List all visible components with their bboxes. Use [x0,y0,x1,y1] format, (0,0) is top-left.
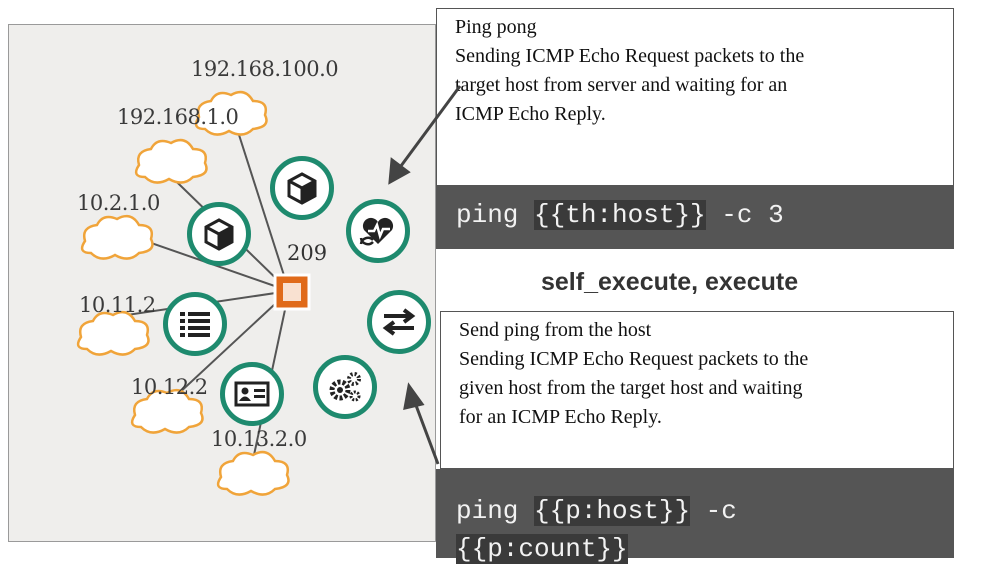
network-map[interactable]: 192.168.100.0 192.168.1.0 10.2.1.0 10.11… [8,24,436,542]
network-label: 10.12.2 [131,375,208,399]
command-suffix: -c [690,496,737,526]
send-ping-desc-line: for an ICMP Echo Reply. [459,406,662,428]
ping-pong-title: Ping pong [455,16,537,38]
ping-pong-desc-line: target host from server and waiting for … [455,74,788,96]
command-variable: {{p:host}} [534,496,691,526]
cube-icon [204,218,234,251]
network-label: 10.11.2 [79,293,156,317]
send-ping-title: Send ping from the host [459,319,652,341]
send-ping-desc-line: Sending ICMP Echo Request packets to the [459,348,809,370]
map-drawing [76,90,311,496]
command-prefix: ping [456,200,535,230]
server-node-icon [273,273,311,311]
id-card-icon [234,381,270,407]
cube-icon [287,172,317,205]
heartbeat-refresh-icon [359,217,394,246]
node-label: 209 [287,241,328,265]
ping-pong-desc-line: Sending ICMP Echo Request packets to the [455,45,805,67]
network-label: 192.168.100.0 [191,57,339,81]
cube-button[interactable] [187,202,251,266]
list-icon [180,312,210,337]
send-ping-button[interactable] [367,290,431,354]
ping-pong-button[interactable] [346,199,410,263]
network-label: 192.168.1.0 [117,105,239,129]
network-label: 10.13.2.0 [211,427,307,451]
send-ping-desc-line: given host from the target host and wait… [459,377,803,399]
cloud-icons [76,90,290,496]
command-prefix: ping [456,496,535,526]
list-button[interactable] [163,292,227,356]
ping-pong-desc-line: ICMP Echo Reply. [455,103,606,125]
settings-button[interactable] [313,355,377,419]
id-card-button[interactable] [220,362,284,426]
gears-icon [329,372,361,402]
ping-pong-description: Ping pong Sending ICMP Echo Request pack… [436,8,954,186]
cube-button[interactable] [270,156,334,220]
ping-pong-command: ping {{th:host}} -c 3 [436,186,954,249]
network-label: 10.2.1.0 [77,191,160,215]
command-variable: {{th:host}} [534,200,706,230]
command-variable: {{p:count}} [456,534,628,564]
command-suffix: -c 3 [705,200,784,230]
send-ping-command: ping {{p:host}} -c {{p:count}} [436,469,954,564]
swap-arrows-icon [382,308,416,336]
send-ping-description: Send ping from the host Sending ICMP Ech… [440,311,954,469]
scope-label: self_execute, execute [541,268,799,296]
